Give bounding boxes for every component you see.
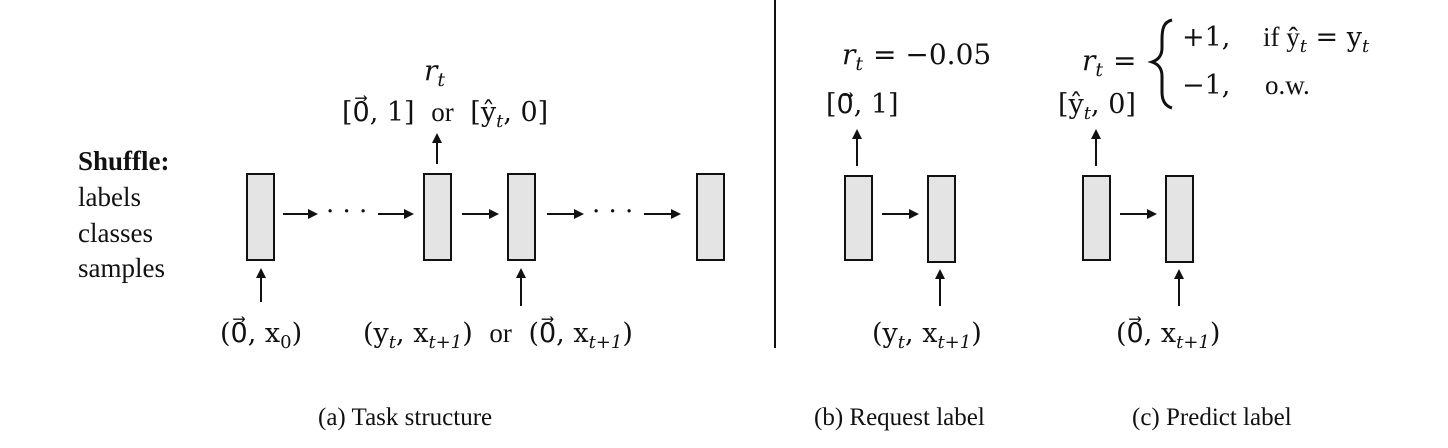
panel-c: rt= +1, if ŷt = yt −1, o.w. [ŷt, 0] (0⃗,… [1058,18,1370,431]
case-1: +1, if ŷt = yt [1182,22,1370,57]
reward-label: rt [424,54,445,91]
input-label-middle: (yt, xt+1) or (0⃗, xt+1) [363,316,633,353]
reward-equation-c: rt= [1082,44,1137,81]
input-label-c: (0⃗, xt+1) [1116,316,1220,353]
ellipsis-1: · · · [326,197,367,227]
shuffle-item-samples: samples [78,253,165,283]
curly-brace [1147,18,1173,110]
panel-a: Shuffle: labels classes samples · · · · … [78,54,725,431]
input-label-b: (yt, xt+1) [872,318,982,353]
input-label-first: (0⃗, x0) [220,316,302,353]
shuffle-title: Shuffle: [78,146,170,176]
shuffle-item-labels: labels [78,182,141,212]
box-b-1 [844,175,873,261]
output-label: [0⃗, 1] or [ŷt, 0] [342,95,548,132]
box-c-1 [1082,175,1111,261]
ellipsis-2: · · · [592,197,633,227]
box-c-2 [1165,175,1194,263]
case-2: −1, o.w. [1182,70,1310,101]
step-box-2 [423,173,452,261]
step-box-3 [507,173,536,261]
caption-c: (c) Predict label [1132,404,1292,431]
step-box-1 [246,173,275,261]
caption-a: (a) Task structure [318,404,492,431]
shuffle-item-classes: classes [78,218,153,248]
step-box-4 [696,173,725,261]
caption-b: (b) Request label [814,404,985,431]
box-b-2 [927,175,956,263]
output-label-b: [0⃗, 1] [826,89,899,120]
reward-equation-b: rt= −0.05 [842,38,991,75]
output-label-c: [ŷt, 0] [1058,89,1136,124]
panel-b: rt= −0.05 [0⃗, 1] (yt, xt+1) (b) Request… [814,38,991,431]
